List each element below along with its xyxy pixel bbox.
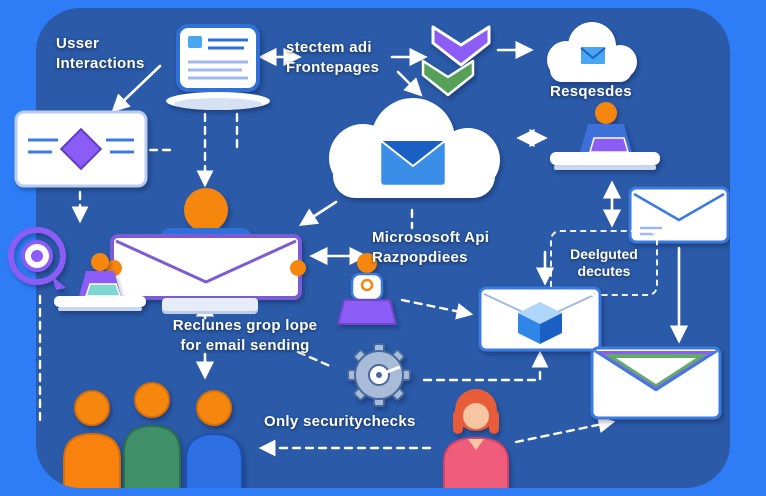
chevron-down-purple-icon — [431, 25, 491, 67]
label-requests: Resqesdes — [550, 82, 632, 102]
label-api: Micrososoft Api Razpopdiees — [372, 228, 489, 267]
user-figure-icon — [185, 390, 243, 488]
signal-target-icon — [8, 227, 66, 290]
label-user-interactions: Usser Interactions — [56, 34, 145, 73]
label-line: decutes — [577, 263, 631, 279]
label-line: Deelguted — [570, 245, 638, 262]
user-figure-icon — [123, 382, 181, 488]
envelope-cube-icon — [478, 286, 602, 352]
tablet-document-icon — [166, 24, 270, 110]
label-line: Usser — [56, 35, 100, 52]
label-line: Interactions — [56, 54, 145, 72]
user-figure-icon — [63, 390, 121, 488]
woman-figure-icon — [443, 389, 509, 488]
label-line: Only securitychecks — [264, 413, 416, 430]
label-group-note: Reclunes grop lope for email sending — [156, 316, 334, 355]
label-security: Only securitychecks — [264, 412, 416, 432]
label-frontend: stectem adi Frontepages — [286, 38, 379, 77]
person-podium-icon — [336, 253, 398, 325]
diagram-panel: Usser Interactions stectem adi Frontepag… — [36, 8, 730, 488]
label-line: Reclunes grop lope — [172, 317, 318, 334]
envelope-diamond-icon — [14, 110, 148, 188]
gear-gauge-icon — [347, 343, 411, 407]
label-line: for email sending — [180, 336, 310, 354]
person-at-desk-right-icon — [550, 102, 660, 170]
chevron-down-green-icon — [421, 59, 475, 97]
label-line: stectem adi — [286, 39, 372, 56]
label-line: Frontepages — [286, 58, 380, 76]
envelope-lines-icon — [628, 186, 730, 244]
cloud-big-mail-icon — [329, 98, 500, 198]
label-line: Micrososoft Api — [372, 229, 490, 246]
envelope-striped-icon — [590, 346, 722, 420]
cloud-mail-icon — [547, 22, 637, 82]
label-line: Razpopdiees — [372, 248, 468, 266]
delegated-box: Deelguted decutes — [550, 230, 658, 296]
desk-under-envelope — [162, 298, 258, 311]
person-at-desk-left-icon — [54, 253, 146, 311]
label-line: Resqesdes — [550, 83, 632, 100]
